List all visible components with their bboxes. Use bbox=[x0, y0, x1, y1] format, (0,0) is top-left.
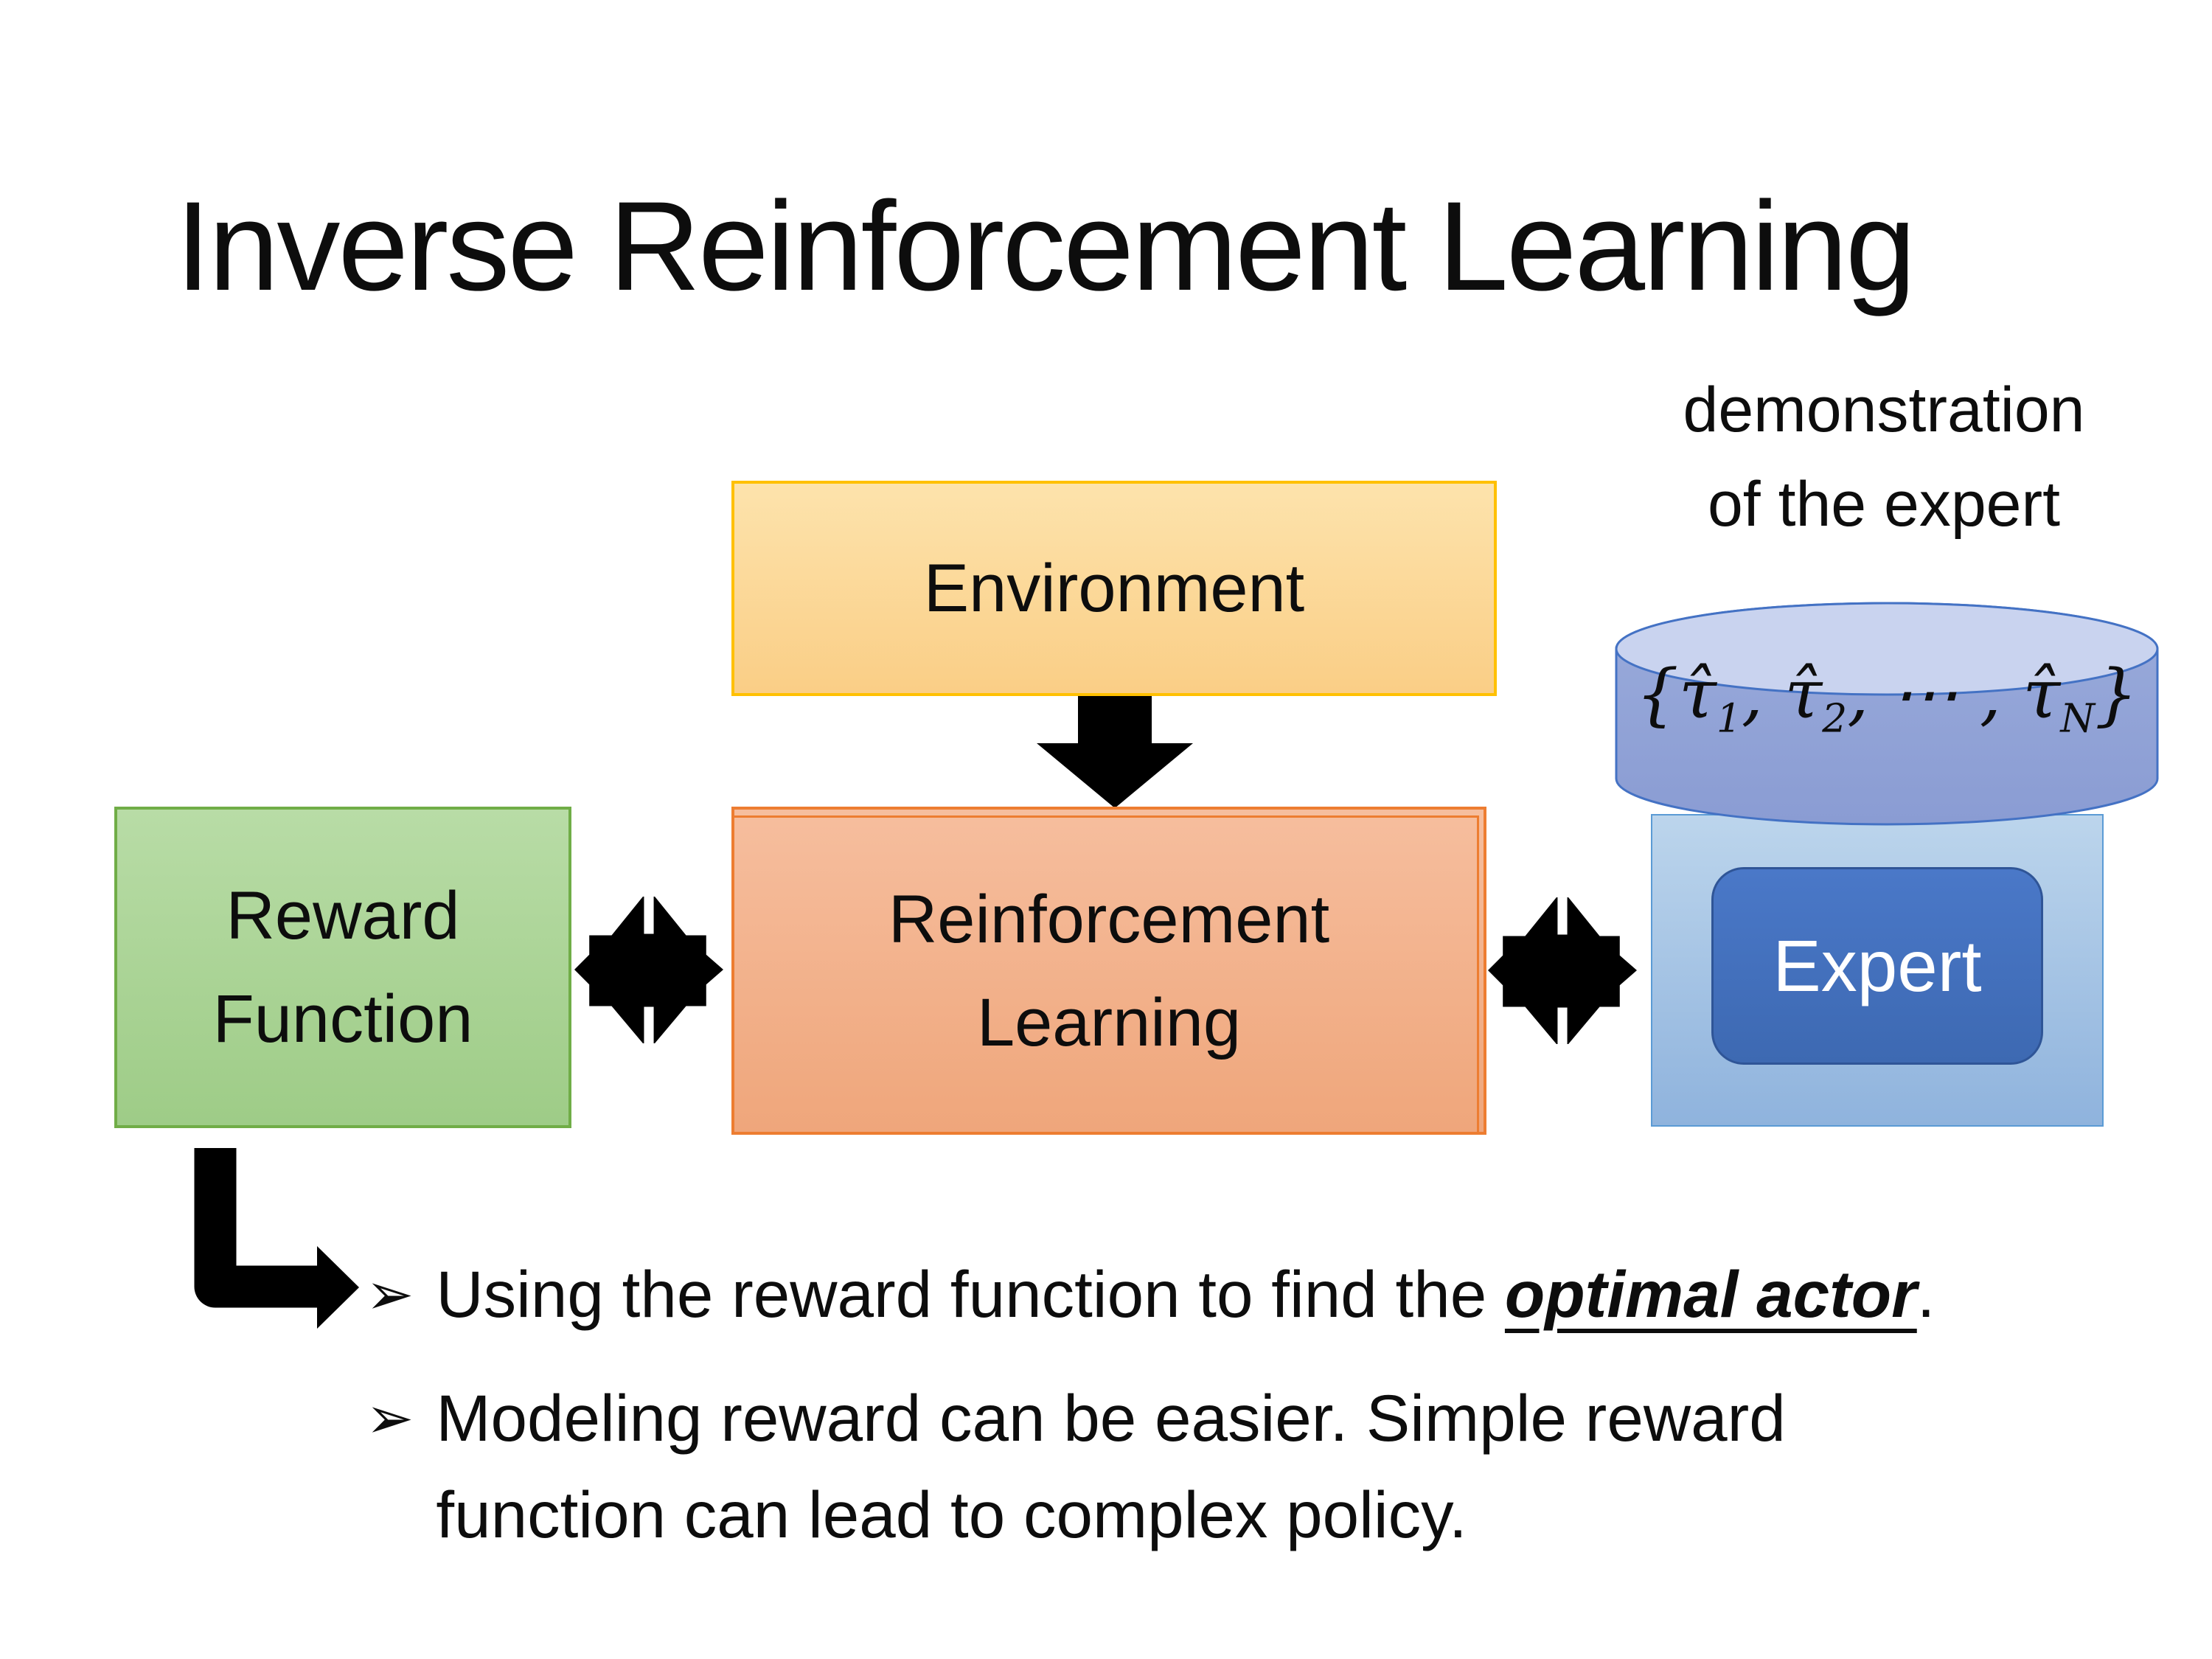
rl-label-line2: Learning bbox=[976, 984, 1242, 1060]
traj-sep1: , bbox=[1741, 655, 1785, 734]
reward-label-line1: Reward bbox=[226, 878, 460, 953]
down-arrow-icon bbox=[1037, 696, 1193, 808]
traj-tau1: τ̂ bbox=[1678, 655, 1717, 734]
trajectory-set-label: {τ̂1, τ̂2, ⋯ , τ̂N} bbox=[1613, 655, 2160, 741]
traj-tau2: τ̂ bbox=[1784, 655, 1823, 734]
traj-open: { bbox=[1635, 655, 1679, 734]
environment-box: Environment bbox=[731, 481, 1497, 696]
bullet-1-pre: Using the reward function to find the bbox=[436, 1257, 1505, 1331]
double-arrow-left-icon bbox=[574, 897, 723, 1043]
bent-arrow-icon bbox=[194, 1148, 359, 1329]
bullet-item-2: ➢ Modeling reward can be easier. Simple … bbox=[366, 1370, 2135, 1563]
trajectory-cylinder-icon bbox=[1615, 602, 2159, 826]
traj-tauN: τ̂ bbox=[2023, 655, 2061, 734]
slide-title: Inverse Reinforcement Learning bbox=[175, 175, 1916, 317]
bullet-1-post: . bbox=[1916, 1257, 1935, 1331]
traj-sep2: , ⋯ , bbox=[1847, 655, 2023, 734]
bullet-marker-icon: ➢ bbox=[366, 1385, 414, 1450]
reinforcement-learning-box: Reinforcement Learning bbox=[731, 807, 1486, 1135]
environment-label: Environment bbox=[923, 550, 1305, 626]
expert-label: Expert bbox=[1773, 925, 1982, 1006]
demo-caption-line1: demonstration bbox=[1683, 375, 2085, 445]
bullet-2-line2: function can lead to complex policy. bbox=[436, 1478, 1467, 1551]
demo-caption-line2: of the expert bbox=[1707, 469, 2061, 540]
bullet-item-1: ➢ Using the reward function to find the … bbox=[366, 1246, 2135, 1343]
bullet-1-emphasis: optimal actor bbox=[1504, 1257, 1917, 1331]
reward-function-box: Reward Function bbox=[114, 807, 571, 1128]
traj-close: } bbox=[2095, 655, 2138, 734]
bullet-marker-icon: ➢ bbox=[366, 1262, 414, 1326]
double-arrow-right-icon bbox=[1488, 897, 1637, 1044]
traj-sub2: 2 bbox=[1822, 695, 1848, 742]
reward-label-line2: Function bbox=[212, 981, 473, 1057]
traj-subN: N bbox=[2060, 695, 2096, 742]
demo-caption: demonstration of the expert bbox=[1593, 363, 2175, 552]
bullet-2-line1: Modeling reward can be easier. Simple re… bbox=[436, 1381, 1786, 1455]
bullet-2-text: Modeling reward can be easier. Simple re… bbox=[436, 1370, 1785, 1563]
rl-label-line1: Reinforcement bbox=[888, 881, 1330, 957]
traj-sub1: 1 bbox=[1716, 695, 1742, 742]
expert-button: Expert bbox=[1711, 867, 2043, 1065]
bullet-1-text: Using the reward function to find the op… bbox=[436, 1246, 1935, 1343]
